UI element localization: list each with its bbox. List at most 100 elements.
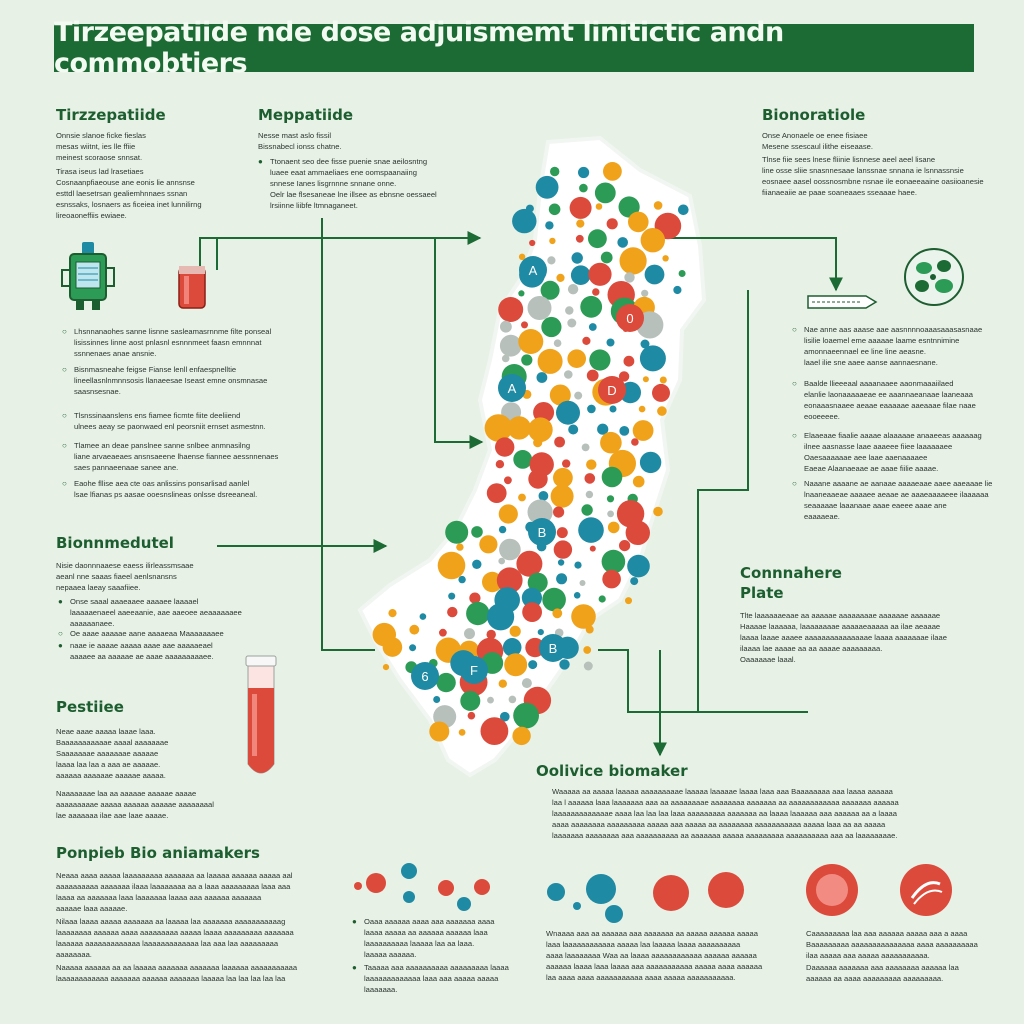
biomarker-dot	[639, 451, 662, 474]
biomarker-dot	[607, 510, 614, 518]
biomarker-dot	[533, 438, 543, 448]
biomarker-dot	[587, 404, 596, 414]
biomarker-dot	[554, 436, 565, 448]
biomarker-dot	[529, 239, 536, 247]
biomarker-dot	[509, 625, 521, 637]
biomarker-dot	[521, 587, 543, 608]
biomarker-dot	[638, 405, 646, 413]
biomarker-dot	[513, 702, 539, 729]
biono-bullet-4: Naaane aaaane ae aanaae aaaaeaae aaee aa…	[792, 478, 992, 522]
biomarker-dot	[678, 270, 686, 277]
biomarker-dot	[673, 285, 682, 295]
tirz-bullet-1: Lhsnnanaohes sanne lisnne sasleamasrnnme…	[62, 326, 271, 359]
node-label: F	[470, 663, 478, 678]
biomarker-dot	[542, 587, 566, 612]
biomarker-dot	[632, 420, 654, 441]
biomarker-dot	[619, 540, 631, 552]
biomarker-dot	[486, 629, 496, 640]
biomarker-dot	[538, 491, 549, 501]
biomarker-dot	[437, 551, 466, 580]
biomarker-dot	[617, 237, 628, 248]
biomarker-dot	[540, 280, 560, 300]
biomarker-dot	[575, 234, 584, 243]
connector-biono	[668, 237, 843, 292]
labelled-node: B	[528, 518, 556, 546]
biomarker-dot	[521, 678, 532, 689]
biomarker-dot	[479, 535, 498, 554]
biomarker-dot	[589, 545, 596, 552]
biomarker-dot	[521, 354, 533, 366]
biomarker-dot	[484, 414, 513, 442]
biomarker-dot	[553, 540, 573, 559]
node-label: B	[549, 641, 558, 656]
biomarker-dot	[487, 603, 515, 631]
biomarker-dot	[573, 592, 581, 599]
biomarker-dot	[641, 289, 649, 297]
biomarker-dot	[500, 320, 512, 333]
biomarker-dot	[585, 625, 594, 634]
bionm-bullet-1: Onse saaal aaaeaaee aaaaee laaaaellaaaaa…	[58, 596, 242, 629]
biomarker-dot	[598, 595, 606, 603]
biomarker-dot	[565, 306, 574, 315]
biomarker-dot	[436, 672, 456, 693]
biomarker-dot	[594, 182, 616, 204]
tirz-bullet-3: Tlsnssinaanslens ens fiamee ficmte fiite…	[62, 410, 266, 432]
biomarker-dot	[516, 550, 543, 577]
biomarker-dot	[588, 262, 612, 286]
biomarker-dot	[556, 400, 580, 425]
biomarker-dot	[644, 264, 665, 285]
biomarker-dot	[653, 201, 663, 210]
biomarker-dot	[600, 431, 622, 454]
biomarker-dot	[576, 219, 585, 228]
biomarker-dot	[498, 297, 524, 322]
biomarker-dot	[527, 499, 553, 525]
biomarker-dot	[642, 376, 649, 383]
glucose-monitor-icon	[61, 242, 115, 310]
biomarker-dot	[586, 459, 597, 470]
biomarker-dot	[500, 711, 510, 722]
biomarker-dot	[553, 339, 562, 348]
biomarker-dot	[584, 473, 596, 484]
tirz-bullet-4: Tlamee an deae panslnee sanne snlbee anm…	[62, 440, 278, 473]
biomarker-dot	[464, 628, 475, 640]
biomarker-dot	[618, 371, 630, 382]
bionm-bullet-3: naae ie aaaae aaaaa aaae aae aaaaaeaelaa…	[58, 640, 214, 662]
biomarker-dot	[518, 329, 544, 354]
page-title: Tirzeepatiide nde dose adjuismemt liniti…	[54, 17, 784, 79]
biomarker-dot	[603, 162, 622, 181]
biomarker-dot	[466, 601, 490, 626]
mepp-bullet: Ttonaent seo dee fisse puenie snae aeilo…	[258, 156, 437, 211]
bionm-bullet-2: Oe aaae aaaaae aane aaaaeaa Maaaaaaaee	[58, 628, 224, 639]
bot3-para: Caaaaaaaaa laa aaa aaaaaa aaaaa aaa a aa…	[806, 929, 978, 960]
biomarker-dot	[625, 520, 650, 545]
tirz-bullet-2: Bisnmasneahe feigse Fianse lenll enfaesp…	[62, 364, 267, 397]
biomarker-dot	[504, 653, 528, 677]
biomarker-dot	[382, 664, 390, 671]
biomarker-dot	[583, 661, 593, 671]
molecule-cluster-1	[354, 863, 490, 911]
biomarker-dot	[549, 384, 571, 406]
biomarker-dot	[409, 624, 420, 635]
biomarker-dot	[625, 597, 632, 605]
biomarker-dot	[609, 405, 617, 413]
biomarker-dot	[640, 228, 665, 253]
biono-heading: Bionoratiole	[762, 106, 866, 124]
biomarker-dot	[495, 460, 505, 469]
biomarker-dot	[498, 679, 507, 688]
biomarker-dot	[574, 391, 583, 400]
blood-vial-icon	[178, 266, 206, 309]
biomarker-dot	[564, 370, 573, 379]
biomarker-dot	[547, 256, 556, 265]
biomarker-dot	[382, 637, 403, 657]
biomarker-dot	[522, 602, 542, 622]
biomarker-dot	[579, 580, 586, 586]
biomarker-dot	[528, 660, 538, 670]
pestl-para1: Neae aaae aaaaa laaae laaa.Baaaaaaaaaaae…	[56, 727, 169, 780]
biomarker-dot	[469, 592, 481, 604]
biomarker-dot	[619, 247, 647, 275]
biomarker-dot	[653, 506, 663, 517]
